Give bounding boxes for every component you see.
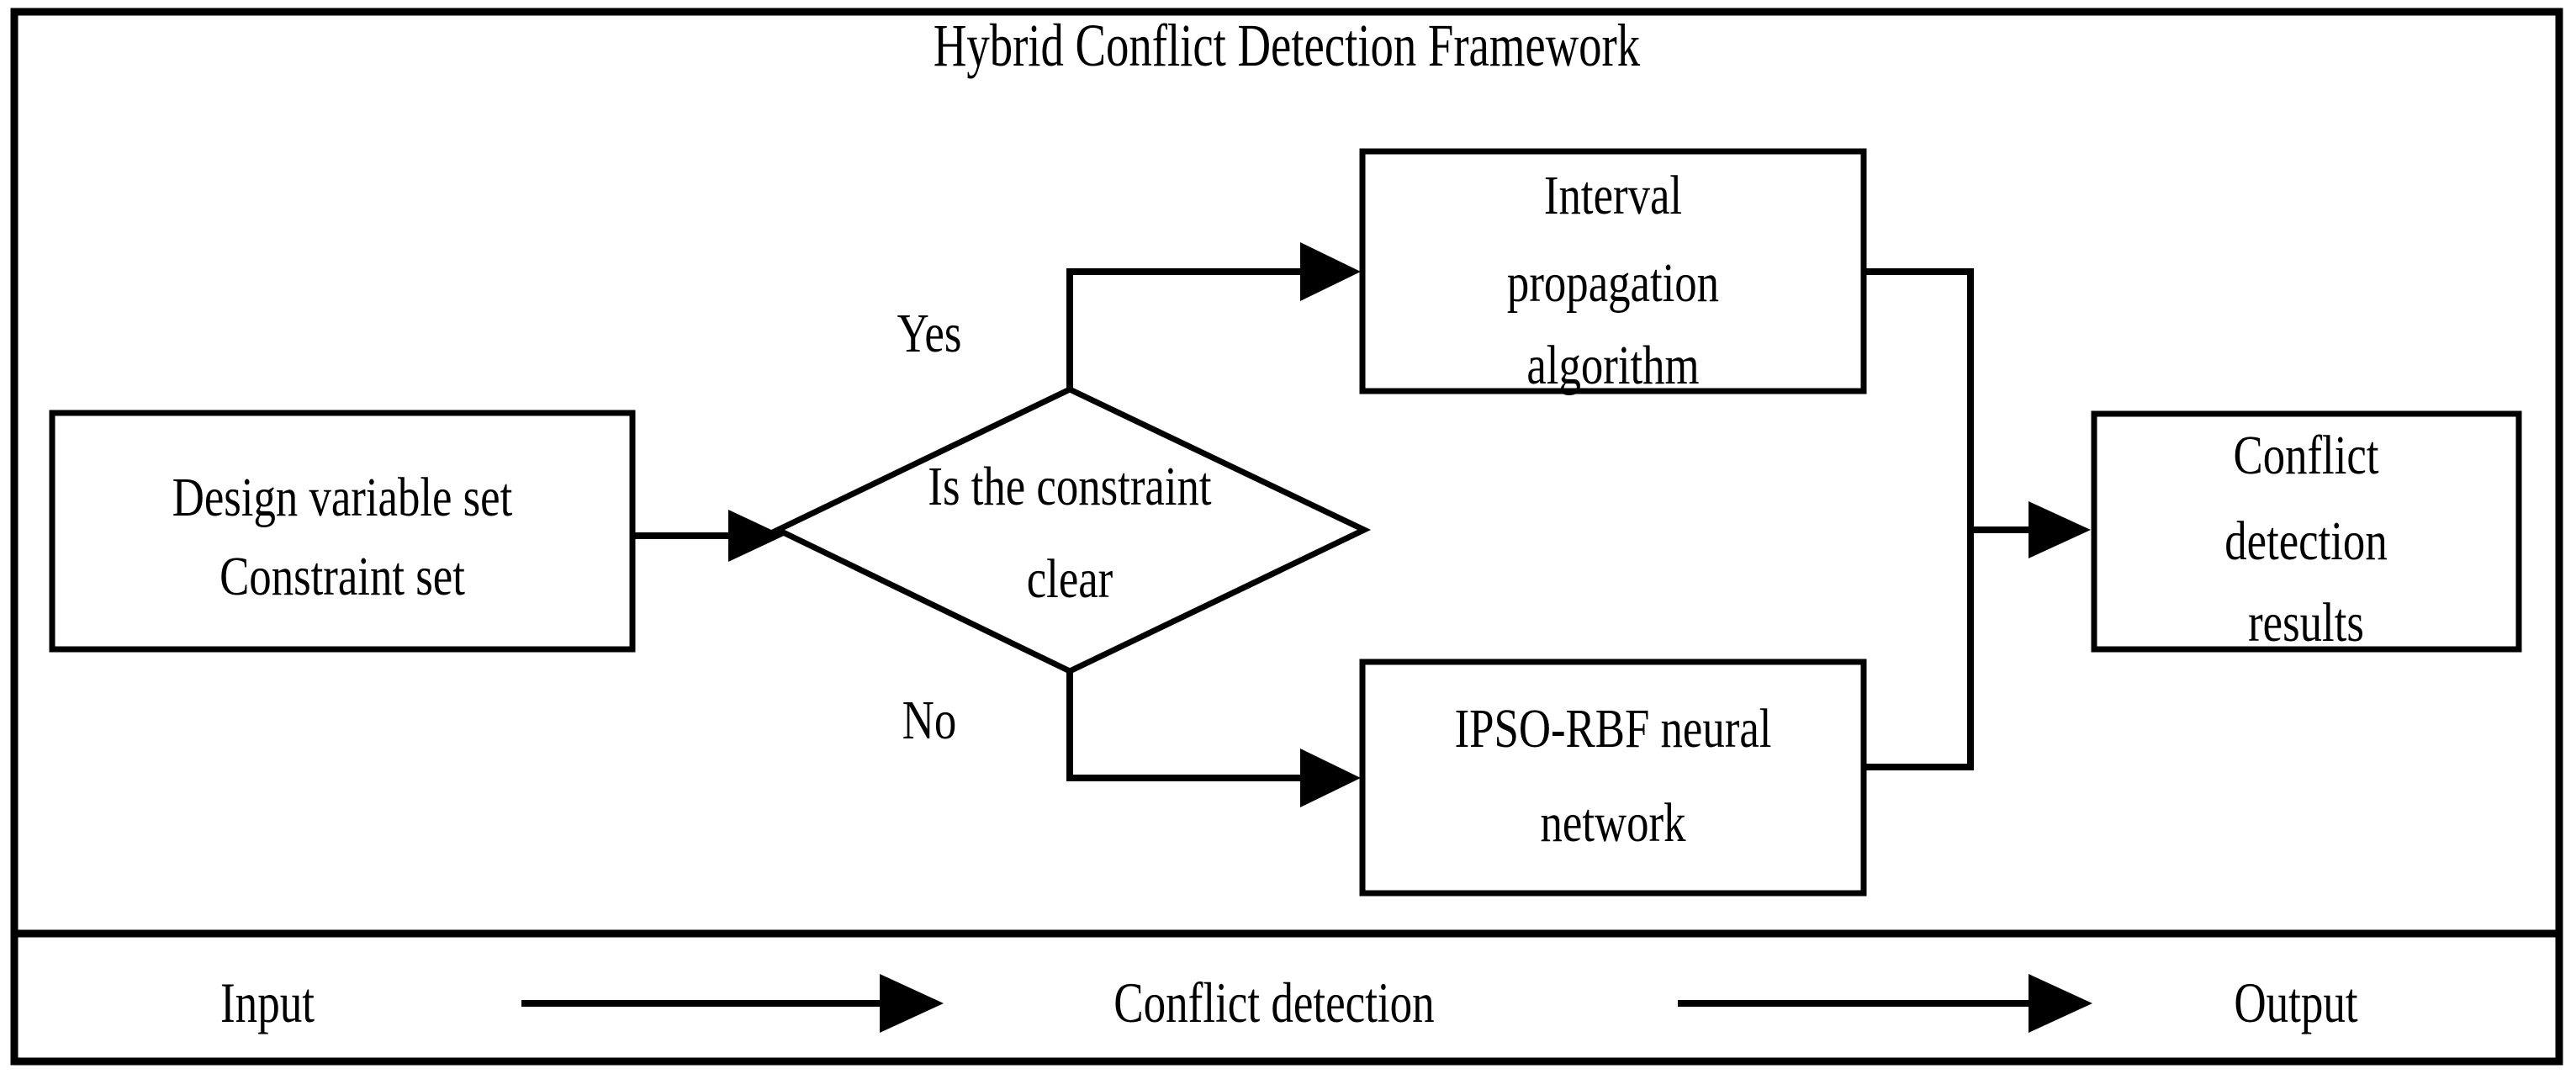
node-results-line-3: results [2248,591,2364,653]
node-decision-line-1: Is the constraint [928,455,1212,516]
legend-input-label: Input [220,972,315,1035]
node-results-rect[interactable] [2091,410,2522,653]
node-decision-line-2: clear [1027,548,1113,609]
edge-no-branch [1066,671,1308,781]
node-input-line-1: Design variable set [172,466,513,527]
legend-output-label: Output [2234,972,2357,1035]
legend-arrow-1-head [880,974,944,1033]
edge-interval-to-merge [1864,268,1974,530]
node-results-line-2: detection [2224,510,2387,571]
edge-yes-branch [1066,268,1308,389]
node-interval-rect[interactable] [1359,148,1867,394]
arrowhead-merge-to-results [2029,501,2091,558]
edge-label-yes: Yes [897,302,962,363]
node-results-line-1: Conflict [2233,424,2378,485]
node-decision-diamond[interactable] [770,386,1372,675]
legend-middle-label: Conflict detection [1113,972,1434,1035]
legend-arrow-2-head [2029,974,2092,1033]
edge-ipso-to-merge [1864,530,1974,770]
figure-title: Hybrid Conflict Detection Framework [934,12,1640,79]
node-ipso-rect[interactable] [1359,659,1867,897]
node-ipso-line-2: network [1541,791,1686,853]
node-input-line-2: Constraint set [220,545,465,606]
node-interval-line-2: propagation [1507,251,1719,313]
node-interval-line-1: Interval [1544,164,1682,225]
node-interval-line-3: algorithm [1526,334,1699,395]
node-ipso-line-1: IPSO-RBF neural [1455,697,1772,759]
node-input-rect[interactable] [49,410,636,653]
arrowhead-no-branch [1300,749,1361,807]
edge-label-no: No [902,689,957,750]
arrowhead-yes-branch [1300,242,1361,301]
outer-frame [10,8,2563,1066]
arrowhead-input-to-decision [728,510,784,562]
